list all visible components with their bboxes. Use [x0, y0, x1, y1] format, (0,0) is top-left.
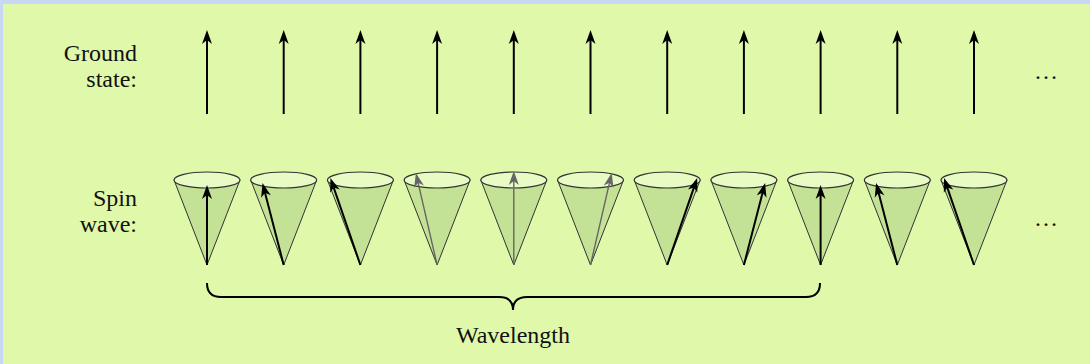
ground-spin-arrow-head — [586, 30, 596, 44]
ground-spin-arrow-shaft — [743, 38, 745, 114]
wavelength-brace — [207, 283, 820, 310]
ground-spin-arrow-shaft — [666, 38, 668, 114]
cone-top — [404, 172, 470, 188]
ground-spin-arrow-shaft — [359, 38, 361, 114]
ground-spin-arrow-head — [739, 30, 749, 44]
ground-spin-arrow-shaft — [513, 38, 515, 114]
ground-spin-arrow-shaft — [590, 38, 592, 114]
precessing-spin-arrow-shaft — [591, 181, 610, 265]
precessing-spin-arrow-head — [202, 185, 212, 199]
ground-spin-arrow-head — [509, 30, 519, 44]
precessing-spin-arrow-head — [816, 185, 826, 199]
ground-spin-arrow-head — [969, 30, 979, 44]
ellipsis: … — [1034, 205, 1058, 231]
cone-top — [634, 172, 700, 188]
wavelength-label: Wavelength — [456, 322, 570, 348]
precessing-spin-arrow-shaft — [264, 191, 283, 265]
precessing-spin-arrow-head — [261, 183, 271, 198]
cone-body — [404, 180, 470, 265]
ground-spin-arrow-head — [662, 30, 672, 44]
ground-spin-arrow-head — [355, 30, 365, 44]
cone-top — [251, 172, 317, 188]
ground-spin-arrow-head — [892, 30, 902, 44]
cone-body — [634, 180, 700, 265]
cone-body — [174, 180, 240, 265]
ground-spin-arrow-shaft — [973, 38, 975, 114]
precessing-spin-arrow-head — [604, 173, 614, 188]
ground-spin-arrow-head — [816, 30, 826, 44]
precessing-spin-arrow-head — [688, 178, 697, 193]
ground-spin-arrow-shaft — [283, 38, 285, 114]
precessing-spin-arrow-head — [509, 171, 519, 185]
precessing-spin-arrow-shaft — [878, 191, 897, 265]
precessing-spin-arrow-shaft — [667, 186, 694, 265]
cone-top — [327, 172, 393, 188]
precessing-spin-arrow-shaft — [206, 193, 208, 265]
cone-body — [251, 180, 317, 265]
ground-spin-arrow-shaft — [896, 38, 898, 114]
cone-body — [558, 180, 624, 265]
cone-body — [941, 180, 1007, 265]
row-label: Spin wave: — [47, 185, 137, 237]
cone-body — [711, 180, 777, 265]
ground-spin-arrow-head — [202, 30, 212, 44]
cone-body — [788, 180, 854, 265]
precessing-spin-arrow-head — [757, 183, 767, 198]
cone-top — [864, 172, 930, 188]
precessing-spin-arrow-shaft — [820, 193, 822, 265]
row-label: Ground state: — [32, 40, 137, 92]
cone-body — [864, 180, 930, 265]
ground-spin-arrow-head — [432, 30, 442, 44]
ground-spin-arrow-shaft — [820, 38, 822, 114]
precessing-spin-arrow-head — [414, 173, 424, 188]
cone-body — [327, 180, 393, 265]
precessing-spin-arrow-head — [875, 183, 885, 198]
ground-spin-arrow-shaft — [436, 38, 438, 114]
precessing-spin-arrow-head — [944, 178, 953, 193]
cone-top — [558, 172, 624, 188]
cone-top — [941, 172, 1007, 188]
cone-body — [481, 180, 547, 265]
cone-top — [711, 172, 777, 188]
ground-spin-arrow-shaft — [206, 38, 208, 114]
precessing-spin-arrow-head — [330, 178, 339, 193]
precessing-spin-arrow-shaft — [513, 179, 514, 265]
precessing-spin-arrow-shaft — [418, 181, 437, 265]
precessing-spin-arrow-shaft — [947, 186, 974, 265]
ellipsis: … — [1034, 58, 1058, 84]
precessing-spin-arrow-shaft — [744, 191, 763, 265]
ground-spin-arrow-head — [279, 30, 289, 44]
precessing-spin-arrow-shaft — [333, 186, 360, 265]
